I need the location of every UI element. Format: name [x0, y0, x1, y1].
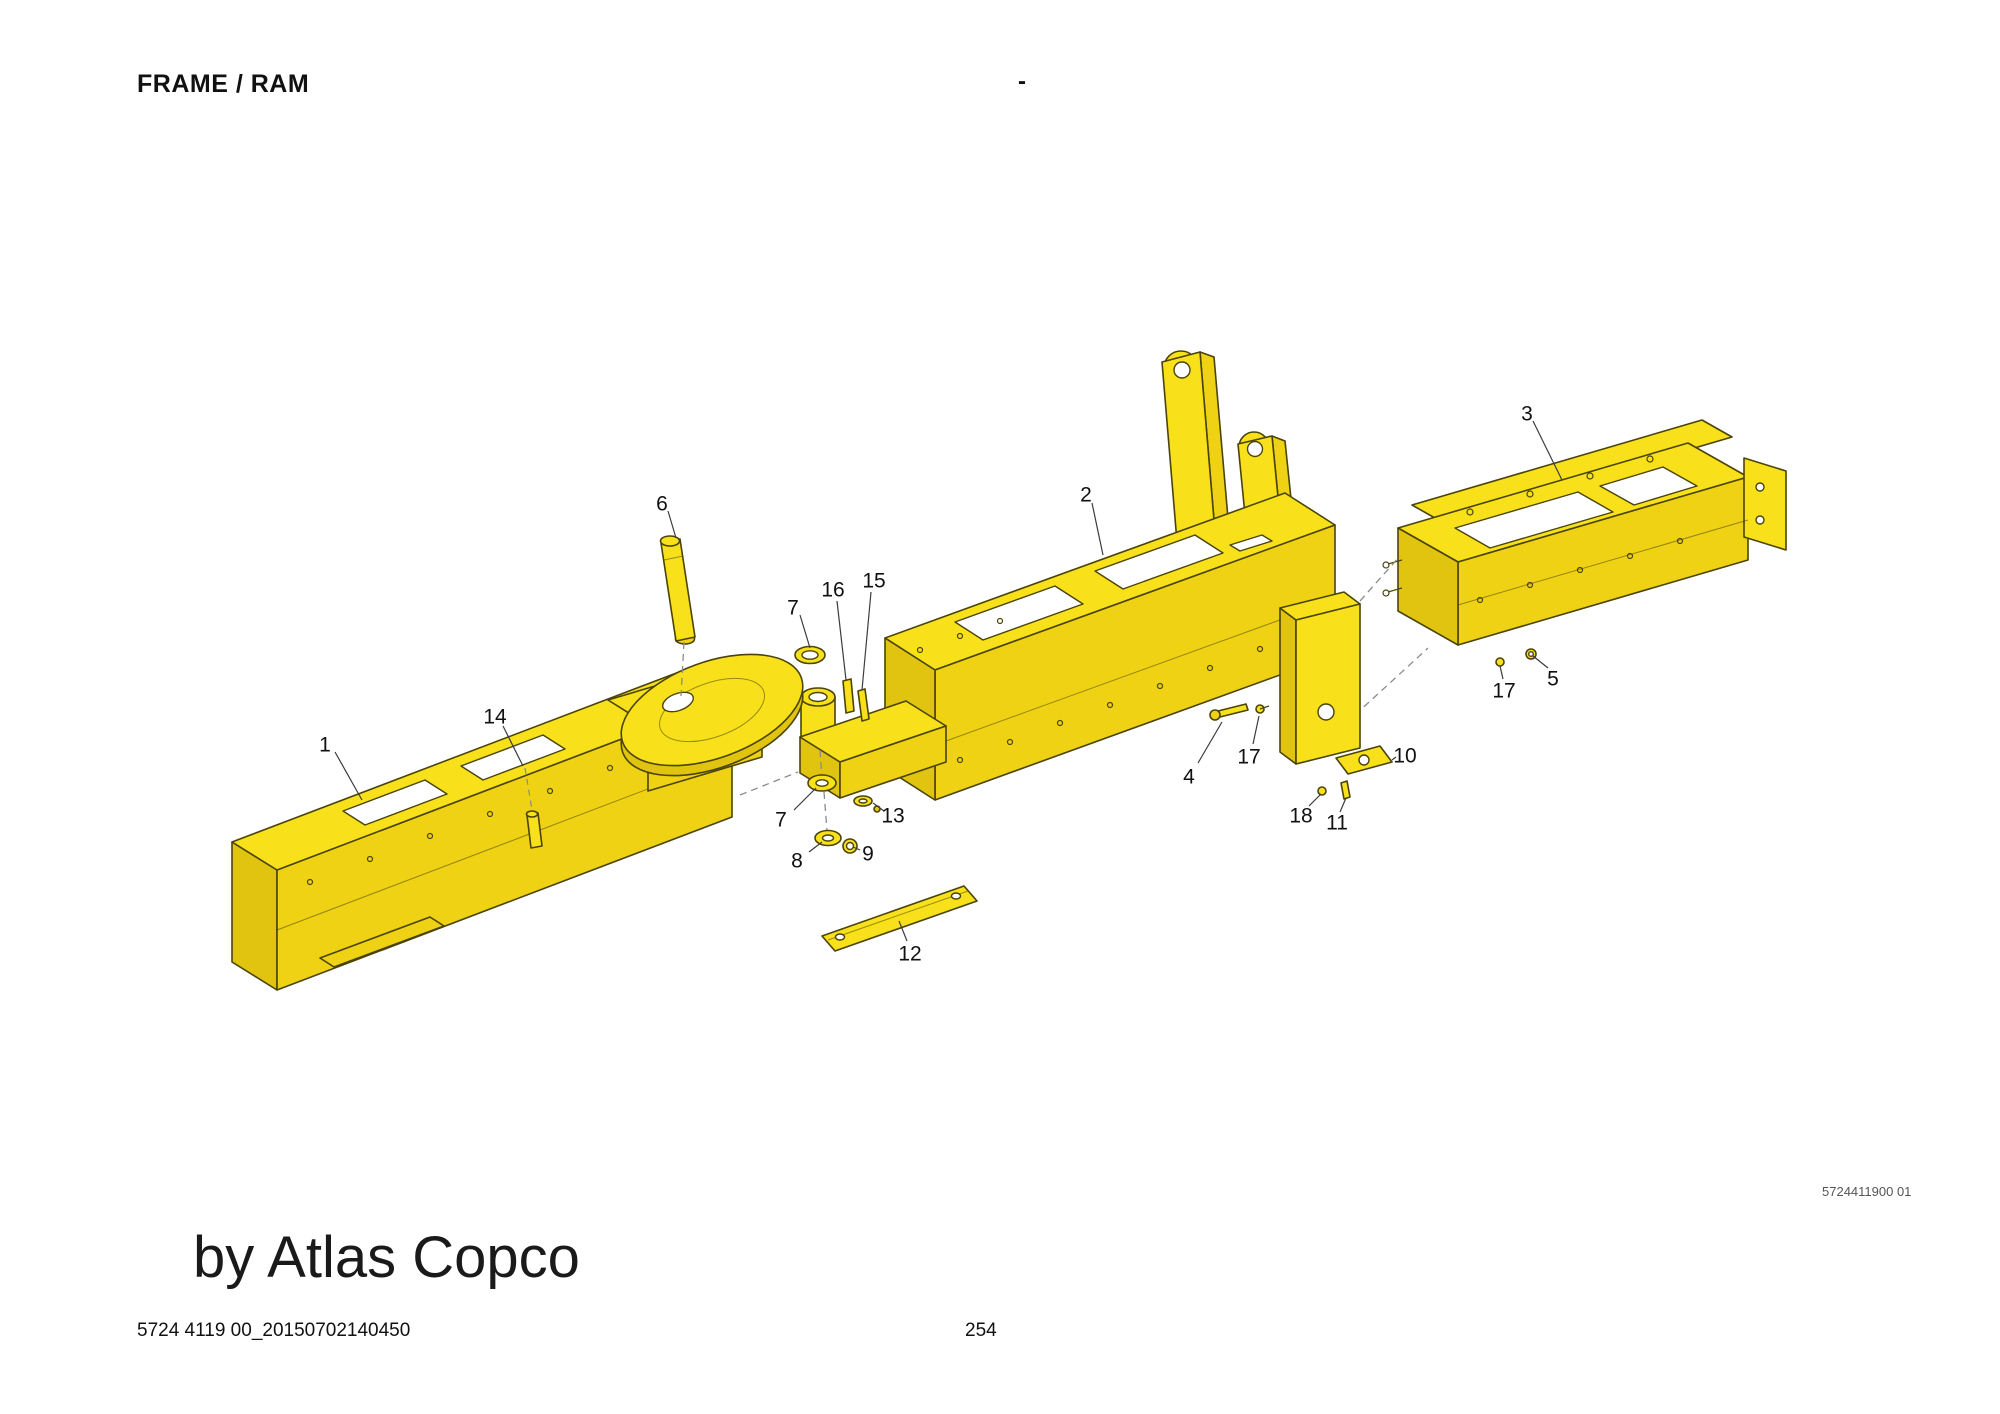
callout-leader-2 [1091, 502, 1104, 556]
callout-6: 6 [656, 493, 668, 516]
callout-leader-12 [898, 920, 908, 942]
pin-17-center [1255, 704, 1270, 714]
header-separator: - [1018, 68, 1026, 95]
callout-leader-11 [1339, 797, 1347, 813]
pin-14 [525, 810, 543, 849]
callout-7a: 7 [787, 597, 799, 620]
callout-8: 8 [791, 850, 803, 873]
callout-leader-17a [1499, 665, 1504, 680]
callout-leader-7b [793, 787, 817, 811]
callout-15: 15 [862, 570, 885, 593]
washer-7-bottom [807, 774, 837, 792]
page-title: FRAME / RAM [137, 70, 310, 98]
callout-9: 9 [862, 843, 874, 866]
callout-leader-3 [1532, 420, 1563, 481]
callout-leader-5 [1532, 655, 1549, 669]
alignment-dash [680, 641, 685, 697]
pin-15 [857, 688, 870, 722]
callout-4: 4 [1183, 766, 1195, 789]
alignment-dash [823, 791, 828, 832]
callout-10: 10 [1393, 745, 1416, 768]
alignment-dash [739, 771, 799, 796]
footer-page-number: 254 [965, 1320, 997, 1341]
callout-leader-15 [861, 591, 872, 691]
callout-2: 2 [1080, 484, 1092, 507]
callout-leader-6 [667, 510, 677, 539]
bar-part-12 [821, 885, 978, 952]
callout-leader-1 [334, 751, 363, 801]
callout-leader-14 [502, 725, 524, 767]
callout-1: 1 [319, 734, 331, 757]
alignment-dash [1354, 647, 1429, 716]
callout-leader-9 [852, 846, 861, 851]
pin-11 [1340, 780, 1351, 800]
washer-8 [814, 829, 842, 847]
callout-11: 11 [1326, 812, 1348, 835]
callout-leader-18 [1308, 793, 1322, 807]
drawing-code: 5724411900 01 [1822, 1184, 1912, 1199]
callout-leader-dash-14 [524, 767, 533, 811]
alignment-dash [1351, 555, 1401, 611]
callout-leader-8 [808, 841, 823, 853]
ring-7-top [794, 645, 826, 665]
brand-text: by Atlas Copco [193, 1225, 580, 1290]
callout-17b: 17 [1237, 746, 1260, 769]
frame-part-3 [1382, 419, 1787, 646]
footer-doc-code: 5724 4119 00_20150702140450 [137, 1320, 411, 1341]
callout-leader-10 [1391, 756, 1397, 761]
callout-leader-13 [872, 802, 885, 812]
fastener-17-right [1495, 657, 1505, 667]
nut-9 [842, 838, 858, 854]
pin-16 [842, 678, 855, 714]
drawbar-bracket [799, 687, 947, 799]
callout-12: 12 [898, 943, 921, 966]
callout-7b: 7 [775, 809, 787, 832]
callout-leader-4 [1197, 721, 1223, 764]
callout-17a: 17 [1492, 680, 1515, 703]
ring-13 [853, 795, 881, 813]
pin-6 [659, 535, 696, 645]
frame-part-2 [884, 350, 1361, 801]
callout-16: 16 [821, 579, 844, 602]
callout-5: 5 [1547, 668, 1559, 691]
callout-18: 18 [1289, 805, 1312, 828]
bolt-4 [1209, 703, 1249, 721]
callout-leader-16 [836, 600, 847, 681]
frame-part-1 [231, 653, 804, 991]
callout-leader-7a [799, 614, 811, 649]
alignment-dash [819, 749, 823, 780]
callout-leader-17b [1252, 715, 1260, 745]
callout-13: 13 [881, 805, 904, 828]
bracket-10 [1335, 745, 1393, 775]
callout-3: 3 [1521, 403, 1533, 426]
screw-18 [1317, 786, 1327, 796]
callout-14: 14 [483, 706, 507, 729]
